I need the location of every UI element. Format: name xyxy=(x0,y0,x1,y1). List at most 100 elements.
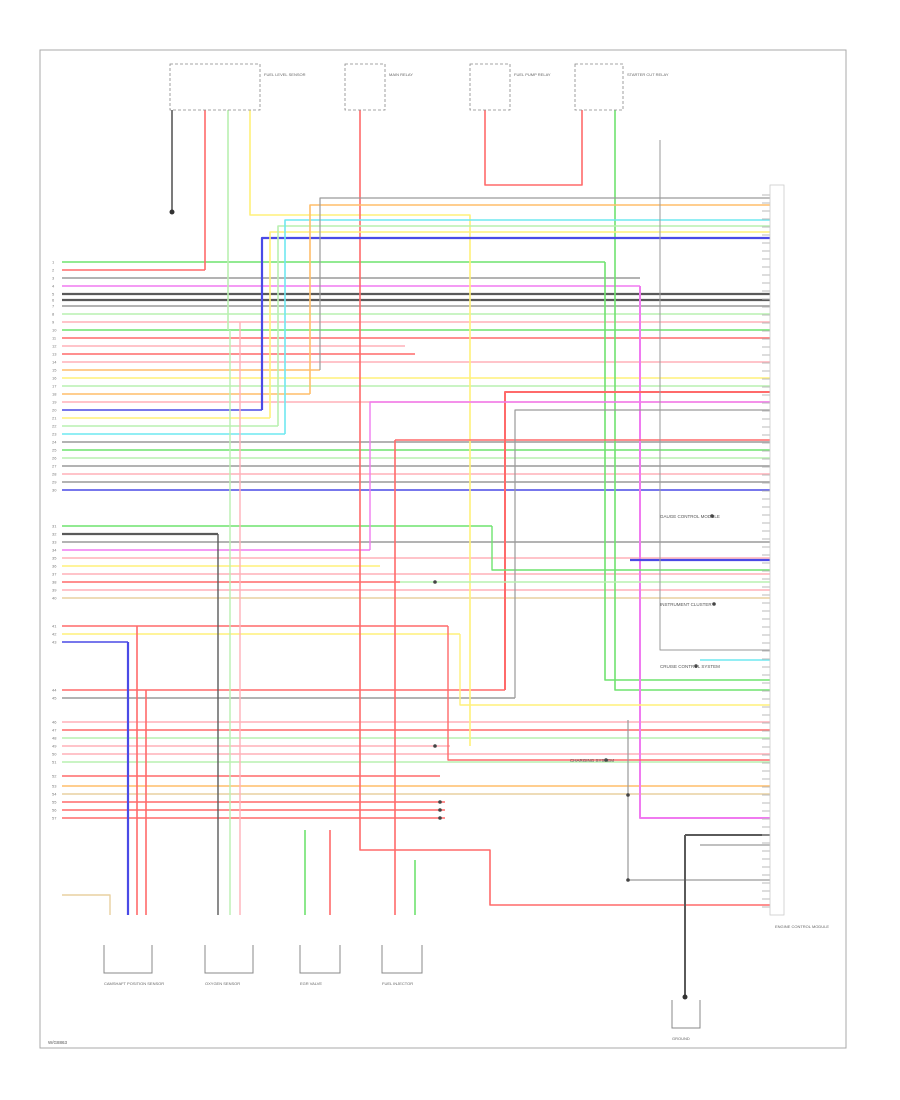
pin-number: 18 xyxy=(52,392,57,397)
pin-number: 37 xyxy=(52,572,57,577)
component-layer xyxy=(103,63,785,1029)
pin-number: 22 xyxy=(52,424,57,429)
pin-number: 47 xyxy=(52,728,57,733)
gray-branch-wire xyxy=(514,409,770,698)
gray-branch-wire xyxy=(659,140,770,651)
pin-number: 19 xyxy=(52,400,57,405)
pin-number: 31 xyxy=(52,524,57,529)
system-label: GAUGE CONTROL MODULE xyxy=(660,514,720,519)
pin-number: 52 xyxy=(52,774,57,779)
green-branch-wire xyxy=(491,526,770,571)
component-label: CAMSHAFT POSITION SENSOR xyxy=(104,981,164,986)
pin-number: 21 xyxy=(52,416,57,421)
pin-number: 41 xyxy=(52,624,57,629)
pin-number: 55 xyxy=(52,800,57,805)
pin-number: 44 xyxy=(52,688,57,693)
magenta-return-wire xyxy=(639,286,770,819)
splice-dot xyxy=(438,800,442,804)
ecm-connector xyxy=(769,184,785,916)
sensor-wire xyxy=(62,894,111,915)
relay-box xyxy=(469,63,511,111)
pin-number: 7 xyxy=(52,304,55,309)
pin-number: 1 xyxy=(52,260,55,265)
connector-dot xyxy=(712,602,716,606)
connector-dot xyxy=(694,664,698,668)
connector-dot xyxy=(604,758,608,762)
pin-number: 50 xyxy=(52,752,57,757)
pin-number: 40 xyxy=(52,596,57,601)
component-label: EGR VALVE xyxy=(300,981,322,986)
pin-number: 29 xyxy=(52,480,57,485)
pin-number: 56 xyxy=(52,808,57,813)
pin-number: 32 xyxy=(52,532,57,537)
pin-number: 43 xyxy=(52,640,57,645)
power-wire xyxy=(359,110,770,906)
pin-number: 27 xyxy=(52,464,57,469)
red-return-wire xyxy=(504,391,770,690)
pin-number: 35 xyxy=(52,556,57,561)
pin-number: 34 xyxy=(52,548,57,553)
component-label: GROUND xyxy=(672,1036,690,1041)
blue-trunk-wire xyxy=(260,236,770,410)
pin-number: 13 xyxy=(52,352,57,357)
label-layer: 1234567891011121314151617181920212223242… xyxy=(52,72,829,1041)
red-branch-wire xyxy=(447,626,770,761)
component-label: OXYGEN SENSOR xyxy=(205,981,240,986)
system-label: INSTRUMENT CLUSTER xyxy=(660,602,712,607)
sensor-outline xyxy=(204,945,254,974)
relay-box xyxy=(574,63,624,111)
connector-dot xyxy=(710,514,714,518)
relay-wire xyxy=(614,110,770,691)
splice-dot xyxy=(438,808,442,812)
splice-dot xyxy=(626,793,630,797)
sensor-outline xyxy=(299,945,341,974)
figure-code: W/G8863 xyxy=(48,1040,68,1045)
pin-number: 42 xyxy=(52,632,57,637)
pin-number: 53 xyxy=(52,784,57,789)
ground-symbol xyxy=(682,994,688,1000)
pin-number: 24 xyxy=(52,440,57,445)
component-label: STARTER CUT RELAY xyxy=(627,72,669,77)
relay-loop-wire xyxy=(484,110,583,186)
pin-number: 30 xyxy=(52,488,57,493)
component-label: FUEL PUMP RELAY xyxy=(514,72,551,77)
yellow-branch-wire xyxy=(459,634,770,706)
pin-number: 36 xyxy=(52,564,57,569)
pin-number: 39 xyxy=(52,588,57,593)
relay-box xyxy=(344,63,386,111)
splice-dot xyxy=(433,580,437,584)
splice-dot xyxy=(438,816,442,820)
pin-number: 48 xyxy=(52,736,57,741)
diagram-frame xyxy=(39,49,847,1049)
system-label: CRUISE CONTROL SYSTEM xyxy=(660,664,720,669)
pin-number: 5 xyxy=(52,292,55,297)
pin-number: 10 xyxy=(52,328,57,333)
sensor-outline xyxy=(103,945,153,974)
component-label: FUEL LEVEL SENSOR xyxy=(264,72,306,77)
gray-branch-wire xyxy=(627,720,770,881)
splice-dot xyxy=(626,878,630,882)
pin-number: 2 xyxy=(52,268,55,273)
pin-number: 25 xyxy=(52,448,57,453)
pin-number: 4 xyxy=(52,284,55,289)
pin-number: 57 xyxy=(52,816,57,821)
pin-number: 16 xyxy=(52,376,57,381)
system-label: CHARGING SYSTEM xyxy=(570,758,614,763)
ground-symbol xyxy=(169,209,175,215)
pin-number: 33 xyxy=(52,540,57,545)
pin-number: 20 xyxy=(52,408,57,413)
cyan-trunk-wire xyxy=(284,219,770,434)
pin-number: 9 xyxy=(52,320,55,325)
pin-number: 11 xyxy=(52,336,57,341)
pin-number: 46 xyxy=(52,720,57,725)
yellow-trunk-wire xyxy=(269,231,770,418)
pin-number: 12 xyxy=(52,344,57,349)
trunk-wire xyxy=(277,225,770,426)
component-label: MAIN RELAY xyxy=(389,72,413,77)
component-label: FUEL INJECTOR xyxy=(382,981,413,986)
pin-number: 54 xyxy=(52,792,57,797)
pin-number: 6 xyxy=(52,298,55,303)
green-return-wire xyxy=(604,262,770,681)
